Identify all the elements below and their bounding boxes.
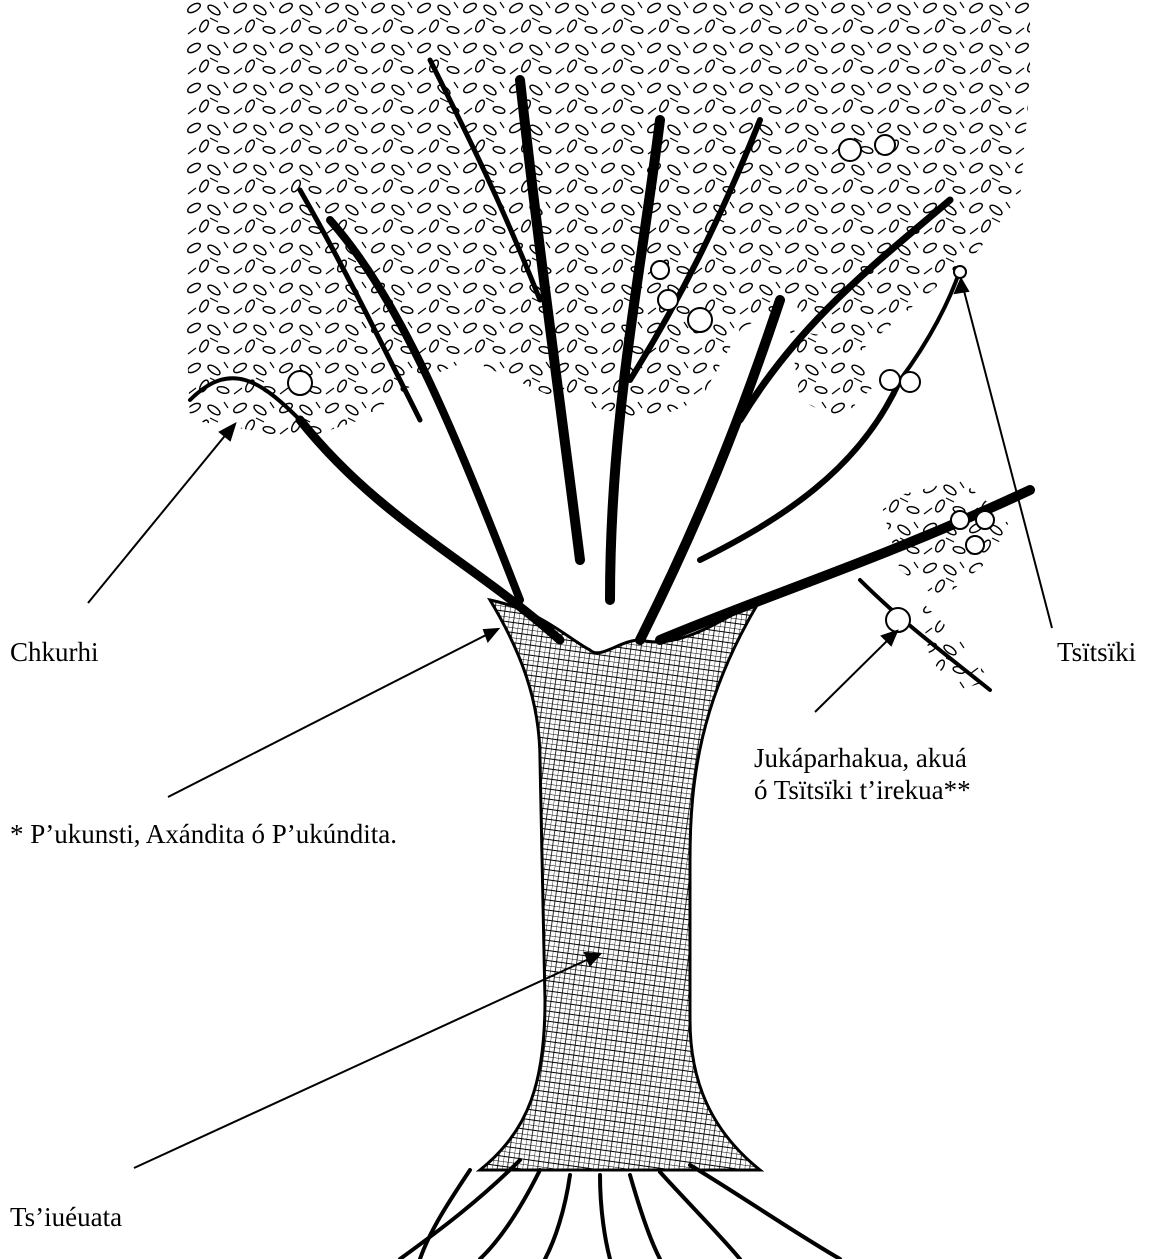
label-tsitsiki: Tsïtsïki	[1057, 636, 1136, 668]
roots	[400, 1160, 840, 1259]
label-chkurhi: Chkurhi	[10, 636, 99, 668]
label-jukaparhakua-line1: Jukáparhakua, akuá	[754, 742, 971, 774]
label-tsiueuata: Ts’iuéuata	[10, 1201, 122, 1233]
arrowhead-pukunsti	[484, 629, 498, 641]
trunk	[480, 600, 760, 1170]
label-jukaparhakua: Jukáparhakua, akuá ó Tsïtsïki t’irekua**	[754, 742, 971, 806]
label-jukaparhakua-line2: ó Tsïtsïki t’irekua**	[754, 774, 971, 806]
label-pukunsti: * P’ukunsti, Axándita ó P’ukúndita.	[10, 818, 397, 850]
